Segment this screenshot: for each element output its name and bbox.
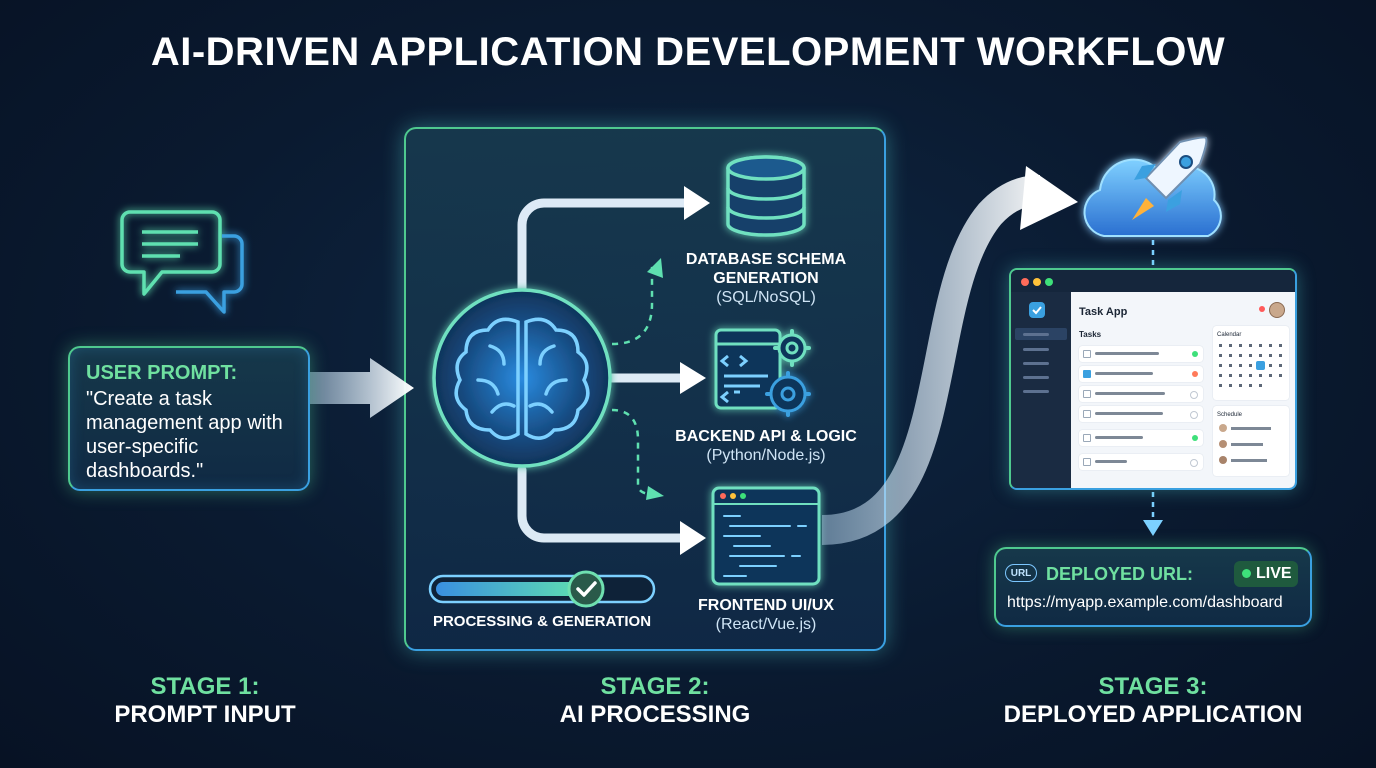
progress-bar: [428, 570, 656, 608]
database-output-label: DATABASE SCHEMA GENERATION (SQL/NoSQL): [666, 250, 866, 307]
stage-number: STAGE 3:: [1098, 673, 1208, 700]
sidebar-item: [1023, 390, 1049, 393]
backend-title: BACKEND API & LOGIC: [675, 428, 857, 445]
app-sidebar: [1011, 292, 1071, 488]
task-row: [1079, 346, 1203, 362]
live-status-badge: LIVE: [1234, 561, 1298, 587]
checkmark-icon: [576, 581, 597, 597]
calendar-label: Calendar: [1217, 332, 1242, 338]
sidebar-item: [1023, 376, 1049, 379]
task-row: [1079, 406, 1203, 422]
backend-tech: (Python/Node.js): [706, 447, 826, 464]
page-title: AI-DRIVEN APPLICATION DEVELOPMENT WORKFL…: [150, 30, 1226, 74]
backend-gear-icon: [714, 328, 811, 417]
database-icon: [726, 155, 806, 237]
task-row: [1079, 386, 1203, 402]
live-dot-icon: [1242, 569, 1251, 578]
notification-icon: [1259, 306, 1265, 312]
dashed-connectors: [611, 266, 654, 496]
sidebar-item: [1023, 348, 1049, 351]
branch-connectors: [517, 198, 695, 543]
app-title: Task App: [1079, 306, 1128, 318]
task-row: [1079, 430, 1203, 446]
stage-name: DEPLOYED APPLICATION: [1003, 701, 1303, 728]
url-icon: URL: [1005, 564, 1037, 582]
calendar-grid: [1219, 344, 1282, 387]
stage-name: AI PROCESSING: [559, 701, 751, 728]
deployed-url-link[interactable]: https://myapp.example.com/dashboard: [1007, 594, 1283, 611]
stage-number: STAGE 2:: [600, 673, 710, 700]
arrow-prompt-to-ai: [310, 358, 414, 418]
schedule-label: Schedule: [1217, 412, 1243, 418]
minimize-dot-icon: [1033, 278, 1041, 286]
app-main-area: Task App Tasks Calendar: [1071, 292, 1295, 488]
sidebar-item: [1023, 333, 1049, 336]
deployed-url-label: DEPLOYED URL:: [1046, 564, 1194, 584]
maximize-dot-icon: [1045, 278, 1053, 286]
cloud-rocket-icon: [1083, 136, 1222, 237]
database-tech: (SQL/NoSQL): [716, 289, 816, 306]
backend-output-label: BACKEND API & LOGIC (Python/Node.js): [666, 427, 866, 465]
avatar: [1269, 302, 1285, 318]
app-logo-icon: [1029, 302, 1045, 318]
app-preview-window: Task App Tasks Calendar: [1009, 268, 1297, 490]
sidebar-item: [1023, 362, 1049, 365]
schedule-card: [1213, 406, 1289, 476]
task-row: [1079, 454, 1203, 470]
frontend-output-label: FRONTEND UI/UX (React/Vue.js): [666, 596, 866, 634]
database-title: DATABASE SCHEMA GENERATION: [685, 251, 847, 287]
calendar-card: [1213, 326, 1289, 400]
arrow-to-deploy: [821, 166, 1078, 545]
stage-3-label: STAGE 3: DEPLOYED APPLICATION: [978, 673, 1328, 729]
brain-icon: [432, 288, 612, 468]
close-dot-icon: [1021, 278, 1029, 286]
frontend-title: FRONTEND UI/UX: [698, 597, 834, 614]
tasks-label: Tasks: [1079, 330, 1102, 339]
chat-icon: [120, 210, 244, 314]
prompt-label: USER PROMPT:: [86, 362, 238, 384]
user-prompt-box: USER PROMPT: "Create a task management a…: [68, 346, 310, 491]
deployed-url-box: [994, 547, 1312, 627]
app-titlebar: [1011, 270, 1295, 292]
prompt-text: "Create a task management app with user-…: [86, 388, 283, 482]
task-row: [1079, 366, 1203, 382]
code-window-icon: [711, 486, 821, 586]
processing-label: PROCESSING & GENERATION: [432, 613, 652, 630]
stage-name: PROMPT INPUT: [114, 701, 296, 728]
arrowheads: [680, 186, 710, 555]
stage-number: STAGE 1:: [150, 673, 260, 700]
stage-1-label: STAGE 1: PROMPT INPUT: [40, 673, 370, 729]
stage-2-label: STAGE 2: AI PROCESSING: [490, 673, 820, 729]
frontend-tech: (React/Vue.js): [715, 616, 817, 633]
